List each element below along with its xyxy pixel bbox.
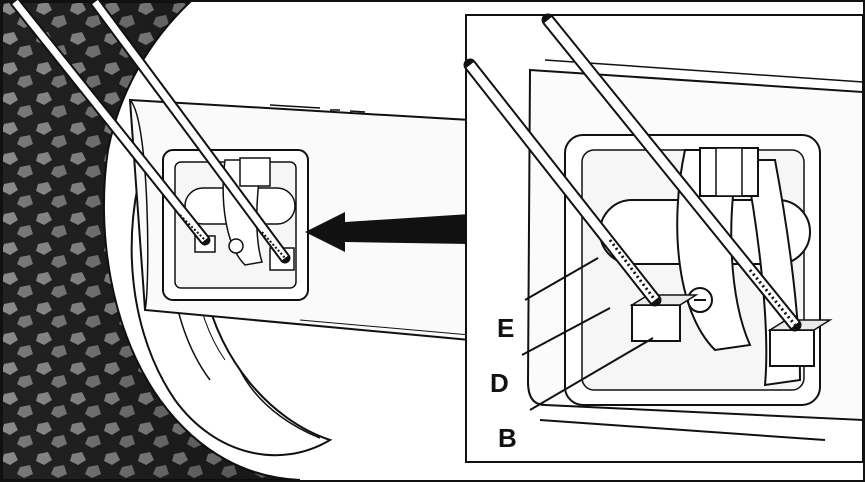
detail-inset: E D B bbox=[463, 13, 864, 463]
callout-leader-b bbox=[529, 337, 654, 411]
callout-leader-d bbox=[521, 307, 611, 356]
bracket-plate-small bbox=[162, 149, 309, 301]
callout-label-b: B bbox=[498, 423, 517, 453]
callout-label-d: D bbox=[490, 368, 509, 398]
callout-label-e: E bbox=[497, 313, 514, 343]
rod-icon bbox=[9, 0, 291, 264]
direction-arrow-icon bbox=[305, 212, 470, 252]
rod-icon bbox=[463, 13, 802, 332]
callout-leader-e bbox=[524, 257, 599, 301]
